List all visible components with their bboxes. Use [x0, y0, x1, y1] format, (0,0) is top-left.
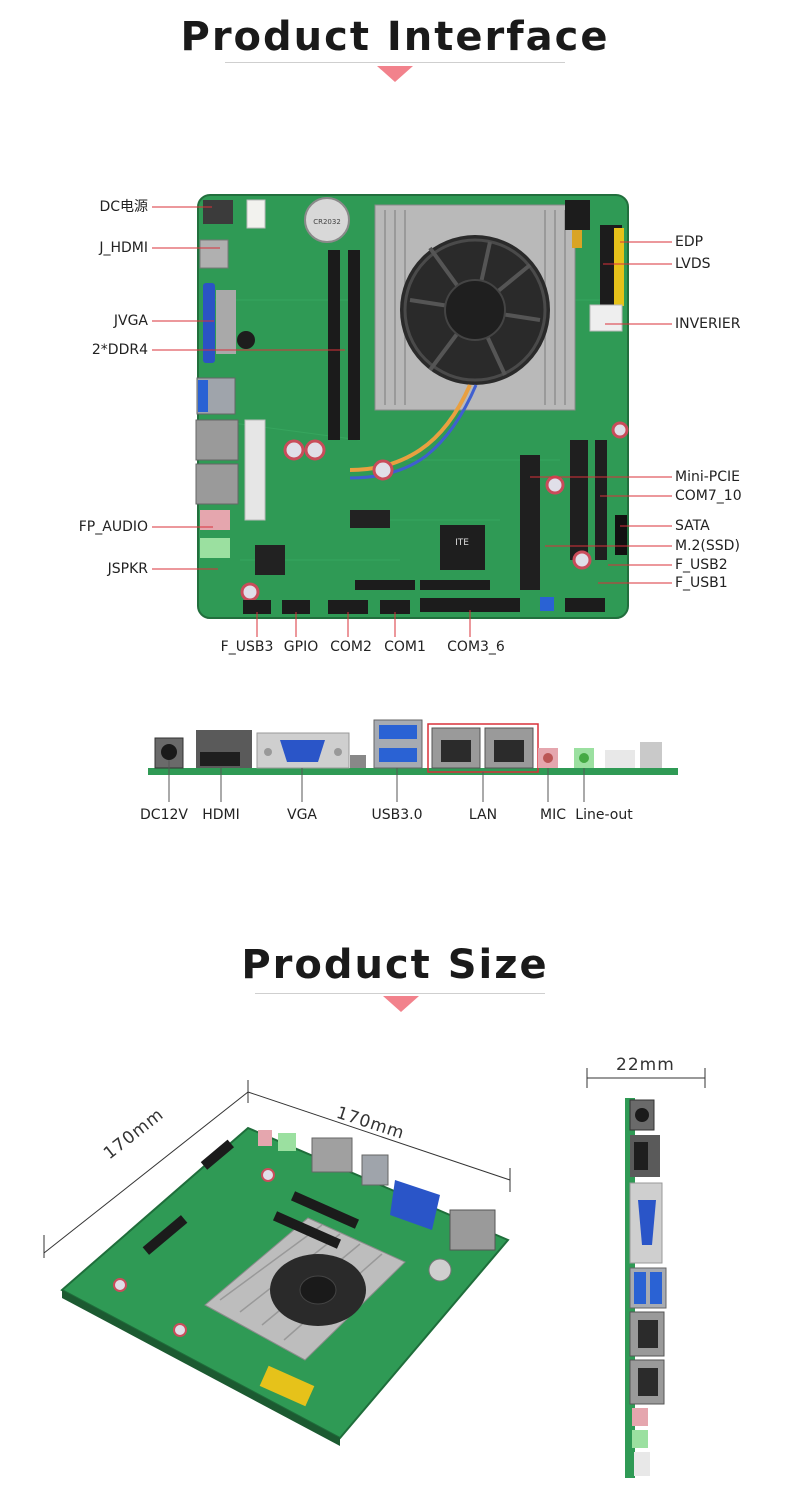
- label-line-out: Line-out: [575, 807, 633, 823]
- label-com2: COM2: [330, 639, 372, 655]
- label-lvds: LVDS: [675, 256, 711, 272]
- label-m2-ssd: M.2(SSD): [675, 538, 740, 554]
- label-f-usb3: F_USB3: [220, 639, 274, 655]
- label-fp-audio: FP_AUDIO: [78, 519, 148, 535]
- sata-connector: [615, 515, 627, 555]
- label-jvga: JVGA: [113, 313, 148, 329]
- leader-lines: [152, 206, 672, 637]
- ddr4-slot: [328, 250, 340, 440]
- f-usb3-header: [243, 600, 271, 614]
- label-ddr4: 2*DDR4: [91, 342, 148, 358]
- label-lan: LAN: [468, 807, 498, 823]
- section-title-size: Product Size: [241, 942, 549, 988]
- title-underline: [225, 62, 565, 63]
- dc12v-port: [161, 744, 177, 760]
- label-f-usb2: F_USB2: [675, 557, 728, 573]
- mini-pcie-slot: [520, 455, 540, 590]
- iso-vga-port: [390, 1180, 440, 1230]
- label-inverier: INVERIER: [675, 316, 741, 332]
- label-jspkr: JSPKR: [107, 561, 148, 577]
- title-triangle-marker: [383, 996, 419, 1012]
- super-io-chip: [440, 525, 485, 570]
- label-sata: SATA: [675, 518, 710, 534]
- mic-jack: [200, 510, 230, 530]
- svg-text:CR2032: CR2032: [313, 218, 341, 226]
- lan-port: [195, 419, 239, 461]
- label-com3-6: COM3_6: [447, 639, 505, 655]
- svg-text:ITE: ITE: [455, 538, 469, 548]
- label-com7-10: COM7_10: [675, 488, 742, 504]
- label-dc-power: DC电源: [99, 199, 148, 215]
- label-hdmi: HDMI: [202, 807, 240, 823]
- label-vga: VGA: [286, 807, 318, 823]
- title-underline: [255, 993, 545, 994]
- label-mic: MIC: [540, 807, 566, 823]
- label-dc12v: DC12V: [140, 807, 188, 823]
- title-triangle-marker: [377, 66, 413, 82]
- label-j-hdmi: J_HDMI: [99, 240, 148, 256]
- label-f-usb1: F_USB1: [675, 575, 728, 591]
- label-gpio: GPIO: [283, 639, 319, 655]
- dimension-height-label: 22mm: [616, 1055, 675, 1075]
- io-hdmi-port: [200, 752, 240, 766]
- cmos-battery: [304, 197, 350, 243]
- section-title-interface: Product Interface: [180, 14, 610, 60]
- dc-jack: [203, 200, 233, 224]
- label-edp: EDP: [675, 234, 704, 250]
- io-usb3-port: [379, 725, 417, 739]
- dimension-lines: [43, 1068, 706, 1258]
- label-mini-pcie: Mini-PCIE: [675, 469, 740, 485]
- label-com1: COM1: [384, 639, 426, 655]
- hdmi-port: [199, 239, 229, 269]
- io-pcb-edge: [148, 768, 678, 775]
- vga-port: [203, 283, 215, 363]
- line-out-jack: [200, 538, 230, 558]
- io-vga-port: [280, 740, 325, 762]
- label-usb3: USB3.0: [371, 807, 423, 823]
